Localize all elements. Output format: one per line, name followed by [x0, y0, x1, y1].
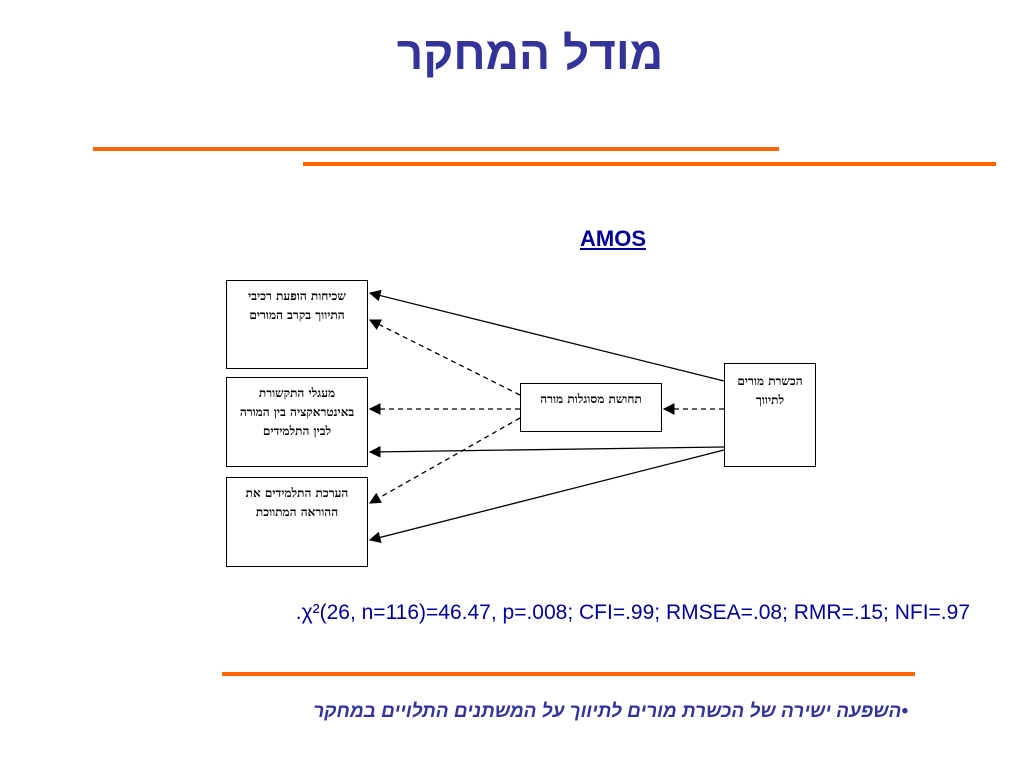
- mediator-box-teacher-efficacy: תחושת מסוגלות מורה: [520, 383, 662, 432]
- outcome-box-student-evaluation: הערכת התלמידים את ההוראה המתווכת: [226, 477, 368, 567]
- predictor-box-teacher-training: הכשרת מורים לתיווך: [724, 363, 816, 467]
- footer-rule: [222, 672, 915, 676]
- arrow-predictor-to-outcome-1: [368, 289, 725, 382]
- arrow-mediator-to-outcome-3: [368, 417, 521, 504]
- arrow-predictor-to-outcome-2: [368, 446, 725, 458]
- arrow-predictor-to-outcome-3: [368, 449, 725, 544]
- amos-subtitle: AMOS: [580, 226, 646, 251]
- model-fit-statistics: .χ²(26, n=116)=46.47, p=.008; CFI=.99; R…: [295, 601, 970, 624]
- outcome-box-mediation-components: שכיחות הופעת רכיבי התיווך בקרב המורים: [226, 280, 368, 369]
- outcome-box-communication-circles: מעגלי התקשורת באינטראקציה בין המורה לבין…: [226, 377, 368, 467]
- title-rule-bottom: [303, 162, 996, 166]
- title-rule-top: [93, 147, 779, 151]
- arrow-mediator-to-outcome-1: [368, 319, 521, 396]
- slide-title: מודל המחקר: [396, 27, 664, 79]
- footnote-direct-effect: •השפעה ישירה של הכשרת מורים לתיווך על המ…: [313, 701, 908, 722]
